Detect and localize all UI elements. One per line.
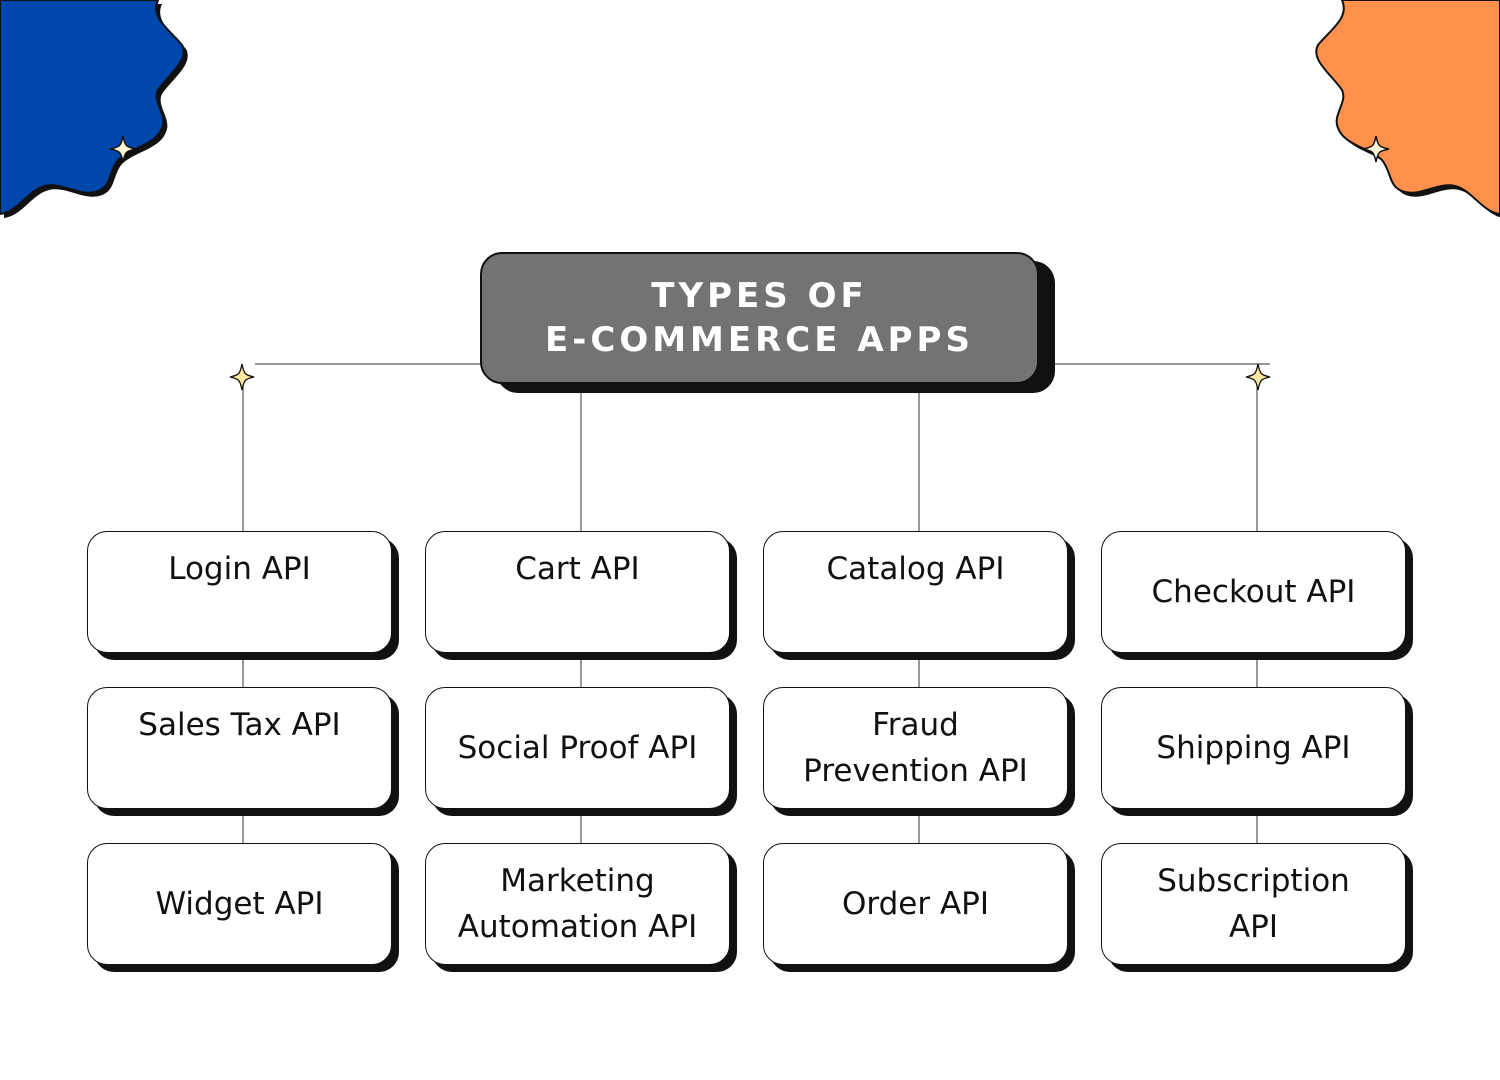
node-subscription-api: Subscription API [1101,843,1406,965]
node-label: Cart API [515,551,640,587]
title-line-2: E-COMMERCE APPS [545,320,974,360]
node-label-line-1: Marketing [500,863,655,899]
blue-decorative-blob [0,0,188,218]
node-label-line-1: Fraud [872,707,959,743]
node-order-api: Order API [763,843,1068,965]
node-label: Shipping API [1156,730,1351,766]
node-cart-api: Cart API [425,531,730,653]
node-checkout-api: Checkout API [1101,531,1406,653]
node-catalog-api: Catalog API [763,531,1068,653]
sparkle-icon [1245,363,1271,391]
node-label: Sales Tax API [138,707,341,743]
orange-decorative-blob [1315,0,1500,217]
sparkle-icon [229,363,255,391]
node-sales-tax-api: Sales Tax API [87,687,392,809]
node-label-line-2: Automation API [457,909,698,945]
node-label-line-2: API [1228,909,1279,945]
node-label: Social Proof API [457,730,698,766]
node-label: Subscription API [1157,858,1350,950]
node-shipping-api: Shipping API [1101,687,1406,809]
node-widget-api: Widget API [87,843,392,965]
node-social-proof-api: Social Proof API [425,687,730,809]
node-label-line-1: Subscription [1157,863,1350,899]
sparkle-icon [1362,135,1390,163]
node-label: Marketing Automation API [458,858,697,950]
node-label: Login API [168,551,311,587]
node-label: Fraud Prevention API [803,702,1028,794]
node-label: Catalog API [826,551,1005,587]
node-label: Order API [842,886,989,922]
node-marketing-automation-api: Marketing Automation API [425,843,730,965]
node-label: Checkout API [1151,574,1356,610]
node-label-line-2: Prevention API [803,753,1028,789]
node-fraud-prevention-api: Fraud Prevention API [763,687,1068,809]
diagram-title: TYPES OF E-COMMERCE APPS [480,252,1039,384]
title-line-1: TYPES OF [651,276,868,316]
node-label: Widget API [155,886,324,922]
sparkle-icon [109,135,137,163]
node-login-api: Login API [87,531,392,653]
